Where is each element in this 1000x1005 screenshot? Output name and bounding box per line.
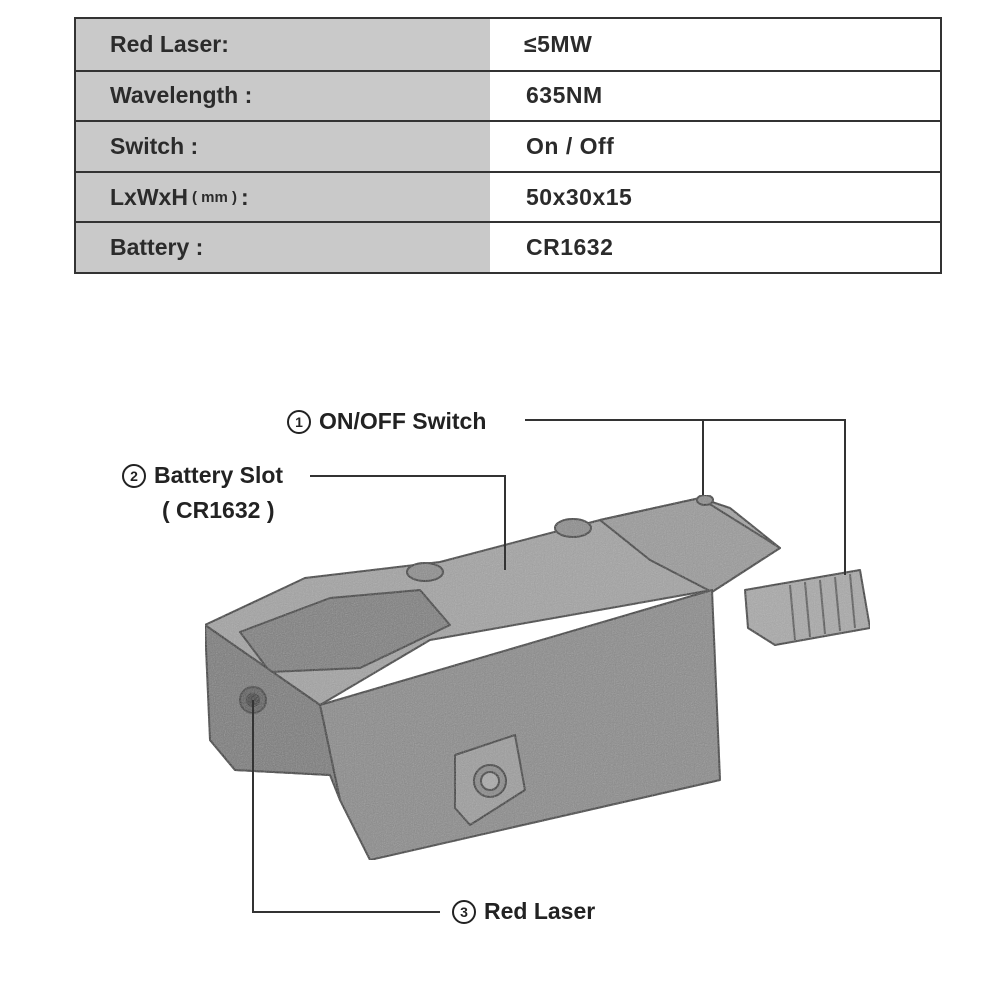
callout-battery: 2 Battery Slot [122,462,283,489]
spec-row-red-laser: Red Laser: ≤5MW [76,19,940,70]
screw-switch [696,494,714,506]
callout-number: 3 [452,900,476,924]
spec-value: CR1632 [490,223,940,272]
spec-label: Wavelength : [76,71,490,121]
callout-number: 2 [122,464,146,488]
spec-row-wavelength: Wavelength : 635NM [76,69,940,121]
callout-battery-sub: ( CR1632 ) [162,497,275,523]
spec-label: Battery : [76,223,490,272]
spec-row-dimensions: LxWxH ( mm ) : 50x30x15 [76,170,940,222]
spec-label-main: LxWxH [110,183,188,210]
leader-line-laser [252,700,440,913]
leader-line-switch [525,419,846,575]
callout-switch: 1 ON/OFF Switch [287,408,486,435]
leader-line-battery [310,475,506,570]
spec-value: ≤5MW [490,19,940,70]
callout-label: Battery Slot [154,462,284,488]
callout-label: ON/OFF Switch [319,408,487,434]
callout-number: 1 [287,410,311,434]
spec-value: 50x30x15 [490,172,940,222]
spec-label: LxWxH ( mm ) : [76,172,490,222]
callout-laser: 3 Red Laser [452,898,595,925]
switch-block [599,497,781,593]
spec-value: On / Off [490,122,940,171]
callout-label: Red Laser [484,898,596,924]
spec-row-switch: Switch : On / Off [76,120,940,171]
spec-value: 635NM [490,71,940,121]
screw-top-2 [554,518,592,538]
body-front-face [204,624,341,801]
spec-table: Red Laser: ≤5MW Wavelength : 635NM Switc… [74,17,942,274]
spec-label-unit: ( mm ) [191,188,237,206]
spec-label-tail: : [240,183,249,210]
spec-label: Red Laser: [76,19,490,70]
spec-row-battery: Battery : CR1632 [76,221,940,272]
screw-top-1 [406,562,444,582]
spec-label: Switch : [76,122,490,171]
